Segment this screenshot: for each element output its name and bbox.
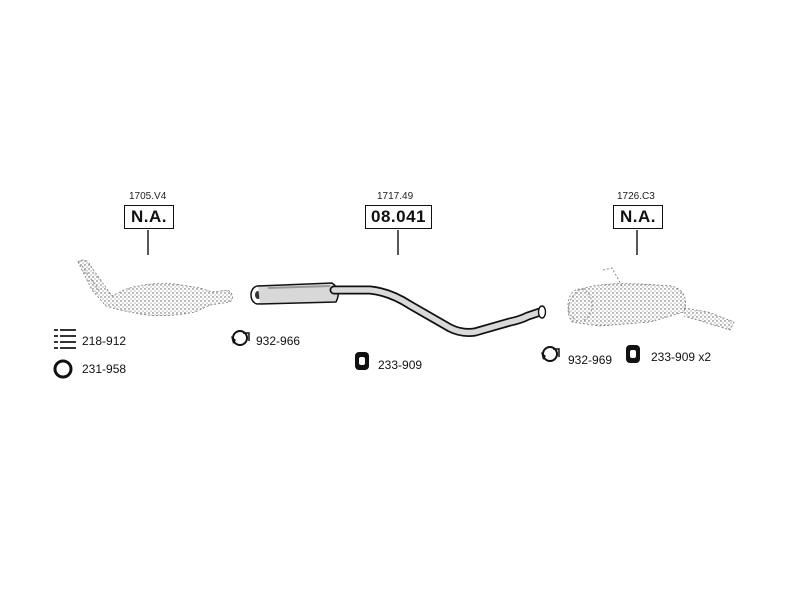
catalytic-converter-drawing bbox=[77, 259, 233, 316]
center-silencer-drawing bbox=[250, 282, 547, 337]
part-ref-center: 1717.49 bbox=[377, 191, 414, 202]
rear-silencer-drawing bbox=[567, 267, 735, 331]
bolt-kit-icon bbox=[54, 329, 76, 349]
part-code-left[interactable]: N.A. bbox=[124, 205, 174, 229]
clamp-right-icon bbox=[541, 346, 560, 362]
clamp-right-label[interactable]: 932-969 bbox=[568, 353, 613, 367]
rubber-hanger-right-label[interactable]: 233-909 x2 bbox=[651, 350, 712, 364]
part-code-center[interactable]: 08.041 bbox=[365, 205, 432, 229]
gasket-ring-label[interactable]: 231-958 bbox=[82, 362, 127, 376]
gasket-ring-icon bbox=[53, 359, 73, 379]
rubber-hanger-right-icon bbox=[626, 345, 640, 363]
part-ref-left: 1705.V4 bbox=[129, 191, 167, 202]
clamp-left-icon bbox=[231, 330, 250, 346]
part-code-right[interactable]: N.A. bbox=[613, 205, 663, 229]
bolt-kit-label[interactable]: 218-912 bbox=[82, 334, 127, 348]
rubber-hanger-mid-icon bbox=[355, 352, 369, 370]
rubber-hanger-mid-label[interactable]: 233-909 bbox=[378, 358, 423, 372]
clamp-left-label[interactable]: 932-966 bbox=[256, 334, 301, 348]
part-ref-right: 1726.C3 bbox=[617, 191, 655, 202]
